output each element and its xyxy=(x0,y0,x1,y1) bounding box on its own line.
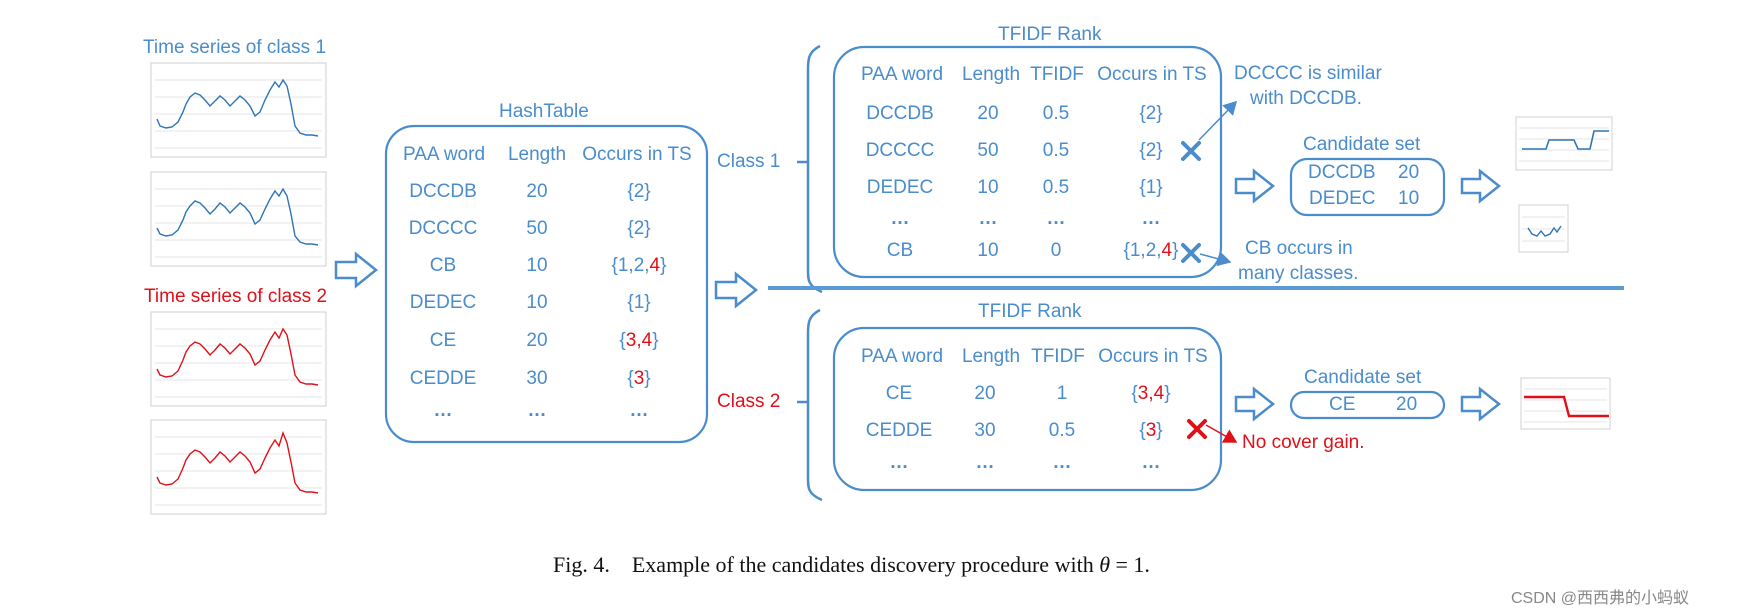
cross-icon-cb xyxy=(1181,243,1201,263)
class1-header-tfidf: TFIDF xyxy=(1030,64,1084,85)
caption-prefix: Fig. 4. xyxy=(553,552,610,577)
class1-series-title: Time series of class 1 xyxy=(143,37,327,58)
series-class1-b xyxy=(156,187,319,246)
arrow-to-shapelet2 xyxy=(1460,386,1502,422)
class1-label: Class 1 xyxy=(717,151,781,172)
class1-header-occurs: Occurs in TS xyxy=(1097,64,1207,85)
caption-equals: = 1. xyxy=(1115,552,1150,577)
arrow-to-shapelet1 xyxy=(1460,168,1502,204)
cross-icon-dcccc xyxy=(1181,141,1201,161)
shapelet-thumb-dedec xyxy=(1518,204,1569,253)
thumb-frame-1 xyxy=(150,62,327,158)
hashtable-header-word: PAA word xyxy=(402,144,486,165)
note-cb-line1: CB occurs in xyxy=(1245,238,1353,259)
shapelet-thumb-ce xyxy=(1520,377,1611,430)
arrow-to-candidate1 xyxy=(1234,168,1276,204)
shapelet-thumb-dccdb xyxy=(1515,116,1613,171)
note-arrow-similar xyxy=(1198,100,1238,141)
watermark: CSDN @西西弗的小蚂蚁 xyxy=(1511,590,1690,607)
series-class2-b xyxy=(156,430,319,494)
note-similar-line1: DCCCC is similar xyxy=(1234,63,1382,84)
series-class1-a xyxy=(156,78,319,137)
candidate-set-title-2: Candidate set xyxy=(1304,367,1422,388)
caption-theta: θ xyxy=(1099,552,1110,577)
candidate-box-2 xyxy=(1289,390,1446,420)
caption-text: Example of the candidates discovery proc… xyxy=(631,552,1094,577)
hashtable-box xyxy=(384,124,709,444)
class2-rank-title: TFIDF Rank xyxy=(978,301,1082,322)
note-no-cover-gain: No cover gain. xyxy=(1242,432,1365,453)
class2-label: Class 2 xyxy=(717,391,781,412)
arrow-to-hashtable xyxy=(334,251,379,289)
thumb-frame-2 xyxy=(150,171,327,267)
thumb-frame-4 xyxy=(150,419,327,515)
series-class2-a xyxy=(156,327,319,386)
class1-header-length: Length xyxy=(961,64,1021,85)
class2-header-occurs: Occurs in TS xyxy=(1098,346,1208,367)
arrow-to-classes xyxy=(714,271,759,309)
candidate-box-1 xyxy=(1289,157,1446,217)
class2-rank-box xyxy=(832,326,1223,492)
figure-caption: Fig. 4. Example of the candidates discov… xyxy=(553,552,1150,578)
brace-class2 xyxy=(808,310,822,500)
hashtable-header-occurs: Occurs in TS xyxy=(582,144,692,165)
note-similar-line2: with DCCDB. xyxy=(1250,88,1362,109)
hashtable-header-length: Length xyxy=(507,144,567,165)
class1-rank-box xyxy=(832,45,1223,279)
class2-series-title: Time series of class 2 xyxy=(144,286,328,307)
series-thumbnails xyxy=(150,62,327,515)
cross-icon-cedde xyxy=(1187,419,1207,439)
candidate-set-title-1: Candidate set xyxy=(1303,134,1421,155)
brace-class1 xyxy=(806,44,823,294)
note-arrow-gain xyxy=(1205,424,1238,443)
hashtable-title: HashTable xyxy=(499,101,589,122)
class1-header-word: PAA word xyxy=(860,64,944,85)
class1-rank-title: TFIDF Rank xyxy=(998,24,1102,45)
note-cb-line2: many classes. xyxy=(1238,263,1359,284)
class2-header-word: PAA word xyxy=(860,346,944,367)
thumb-frame-3 xyxy=(150,311,327,407)
class2-header-length: Length xyxy=(961,346,1021,367)
arrow-to-candidate2 xyxy=(1234,386,1276,422)
note-arrow-cb xyxy=(1199,251,1232,267)
class2-header-tfidf: TFIDF xyxy=(1031,346,1085,367)
